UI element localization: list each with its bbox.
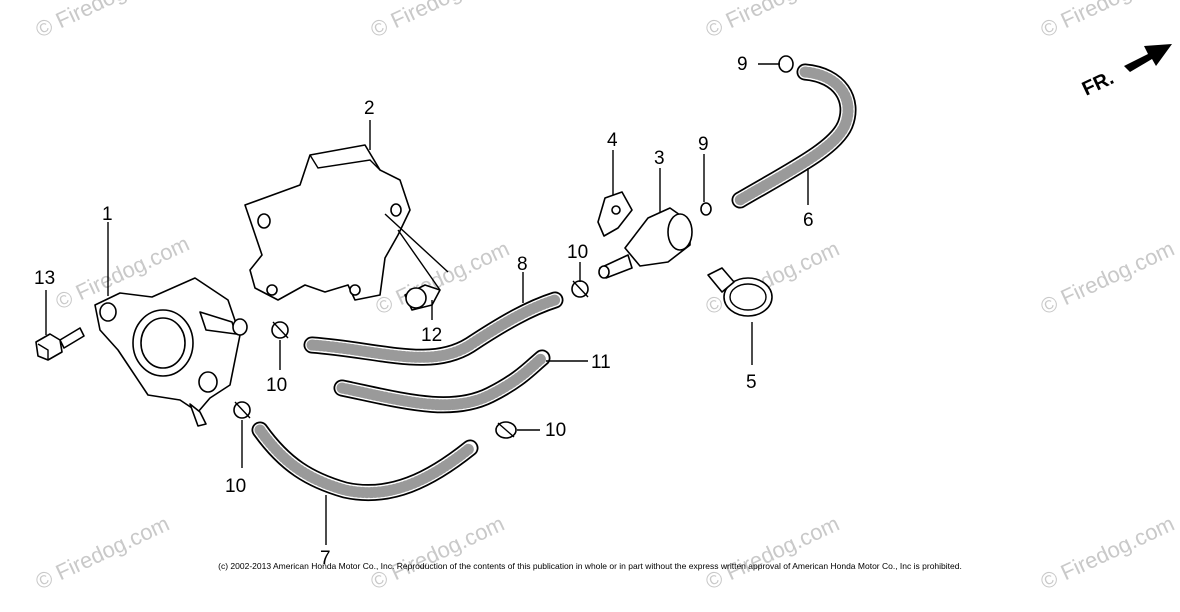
watermark: © Firedog.com [1037, 0, 1179, 43]
callout-1: 1 [102, 204, 113, 225]
callouts: 1 2 3 4 5 6 7 8 9 9 10 10 10 10 11 12 13 [34, 54, 814, 569]
watermark: © Firedog.com [1037, 511, 1179, 595]
part-1-joint-body [94, 277, 248, 427]
callout-9-mid: 9 [698, 134, 709, 155]
callout-10-a: 10 [266, 375, 287, 396]
callout-4: 4 [607, 130, 618, 151]
part-5-clamp-band [707, 267, 773, 317]
part-2-bracket [244, 144, 411, 301]
part-7-hose [251, 421, 479, 502]
front-arrow-icon [1124, 44, 1172, 72]
part-6-hose [731, 63, 857, 209]
part-10-clip-a [271, 321, 289, 339]
watermark: © Firedog.com [702, 0, 844, 43]
part-10-clip-c [571, 280, 589, 298]
callout-10-c: 10 [567, 242, 588, 263]
callout-6: 6 [803, 210, 814, 231]
callout-5: 5 [746, 372, 757, 393]
callout-9-top: 9 [737, 54, 748, 75]
callout-10-d: 10 [545, 420, 566, 441]
part-4-clip [597, 191, 633, 237]
part-8-hose [303, 291, 564, 366]
leader-lines [45, 63, 809, 545]
part-3-reed-valve [598, 207, 693, 279]
copyright-notice: (c) 2002-2013 American Honda Motor Co., … [218, 561, 962, 571]
watermark: © Firedog.com [32, 511, 174, 595]
front-direction-indicator: FR. [1079, 44, 1172, 101]
callout-2: 2 [364, 98, 375, 119]
watermark: © Firedog.com [1037, 236, 1179, 320]
direction-label: FR. [1079, 67, 1117, 101]
part-12-grommet [384, 213, 449, 311]
watermark: © Firedog.com [367, 511, 509, 595]
part-10-clip-b [233, 401, 251, 419]
part-11-hose [333, 349, 551, 414]
callout-13: 13 [34, 268, 55, 289]
callout-3: 3 [654, 148, 665, 169]
part-9-clip-top [778, 55, 794, 73]
callout-7: 7 [320, 548, 331, 569]
watermark: © Firedog.com [702, 511, 844, 595]
callout-10-b: 10 [225, 476, 246, 497]
part-13-bolt [35, 327, 85, 361]
callout-8: 8 [517, 254, 528, 275]
part-9-clip-mid [700, 202, 712, 216]
watermark: © Firedog.com [32, 0, 174, 43]
part-10-clip-d [495, 421, 517, 439]
watermark: © Firedog.com [367, 0, 509, 43]
callout-12: 12 [421, 325, 442, 346]
watermark: © Firedog.com [372, 236, 514, 320]
callout-11: 11 [591, 352, 611, 373]
